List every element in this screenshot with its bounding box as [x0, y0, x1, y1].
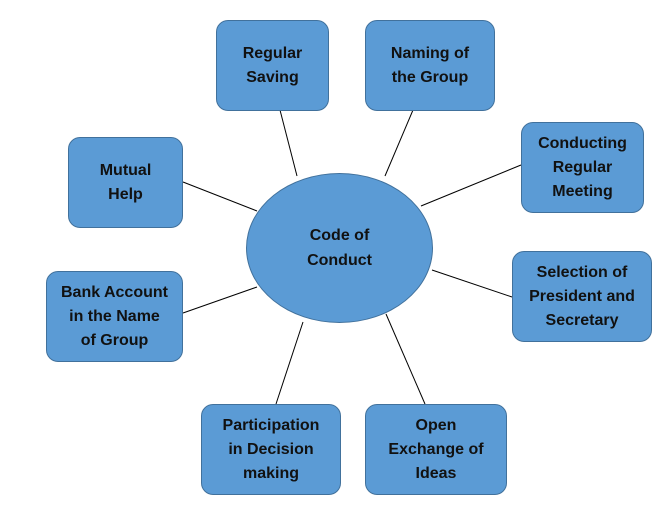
node-conducting-regular-meeting: Conducting Regular Meeting: [521, 122, 644, 213]
connector-participation-in-decision: [275, 321, 304, 405]
connector-regular-saving: [279, 109, 298, 177]
connector-selection-of-president: [431, 269, 513, 298]
connector-open-exchange-of-ideas: [385, 313, 426, 405]
node-selection-of-president: Selection of President and Secretary: [512, 251, 652, 342]
node-mutual-help: Mutual Help: [68, 137, 183, 228]
connector-bank-account: [182, 286, 258, 314]
node-participation-in-decision: Participation in Decision making: [201, 404, 341, 495]
node-naming-of-group: Naming of the Group: [365, 20, 495, 111]
node-regular-saving: Regular Saving: [216, 20, 329, 111]
connector-naming-of-group: [384, 109, 414, 177]
center-node-code-of-conduct: Code of Conduct: [246, 173, 433, 323]
node-open-exchange-of-ideas: Open Exchange of Ideas: [365, 404, 507, 495]
node-bank-account: Bank Account in the Name of Group: [46, 271, 183, 362]
connector-conducting-regular-meeting: [420, 164, 522, 207]
connector-mutual-help: [182, 181, 258, 212]
